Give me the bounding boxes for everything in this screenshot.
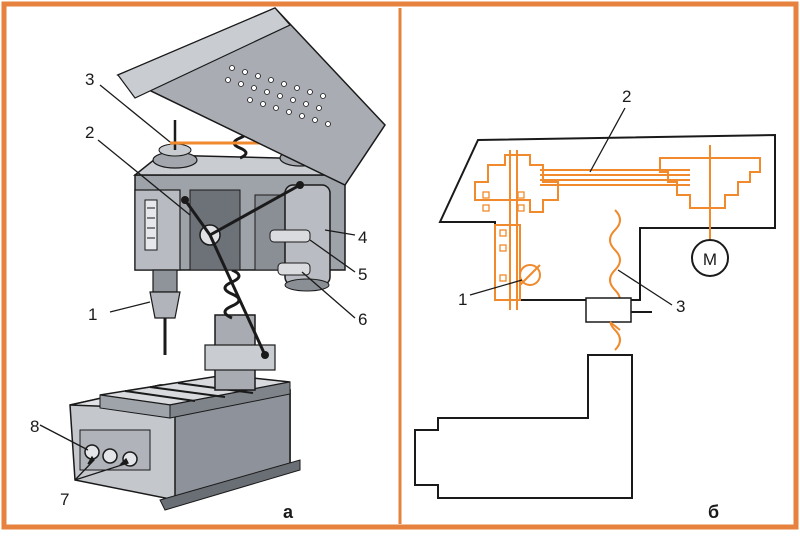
callout-a-2: 2 bbox=[85, 123, 94, 142]
callout-b-1: 1 bbox=[458, 290, 467, 309]
kinematic-scheme bbox=[414, 133, 776, 499]
callout-a-4: 4 bbox=[358, 228, 367, 247]
panel-b-label: б bbox=[708, 502, 719, 522]
callout-a-7: 7 bbox=[60, 490, 69, 509]
callout-leaders-b bbox=[469, 107, 673, 306]
callout-leaders-a bbox=[39, 84, 356, 481]
callout-a-6: 6 bbox=[358, 310, 367, 329]
drill-press-illustration bbox=[69, 7, 386, 511]
callout-a-3: 3 bbox=[85, 70, 94, 89]
callout-a-1: 1 bbox=[88, 305, 97, 324]
motor-symbol bbox=[691, 239, 729, 277]
motor-label: M bbox=[703, 250, 717, 269]
callout-b-3: 3 bbox=[676, 297, 685, 316]
callout-a-8: 8 bbox=[30, 417, 39, 436]
callouts-b: 1 2 3 bbox=[458, 87, 685, 316]
callouts-a: 1 2 3 4 5 6 7 8 bbox=[30, 70, 367, 509]
callout-a-5: 5 bbox=[358, 265, 367, 284]
callout-b-2: 2 bbox=[622, 87, 631, 106]
panel-a-label: а bbox=[283, 502, 294, 522]
